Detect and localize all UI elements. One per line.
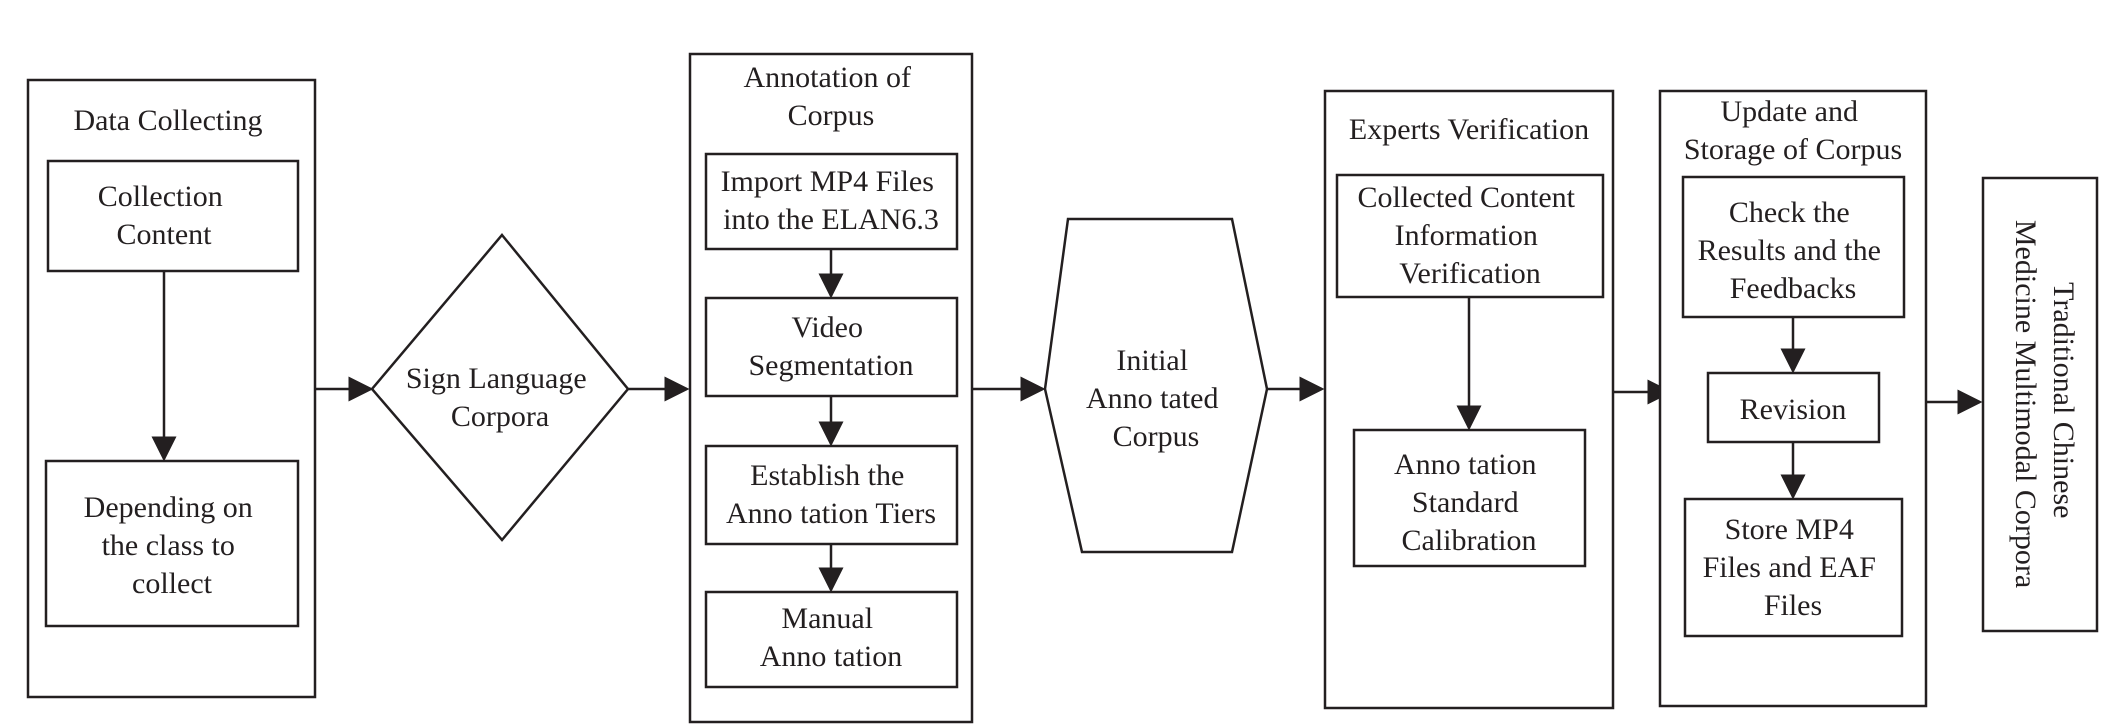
store-mp4-box xyxy=(1683,497,1904,638)
check-results-label: Check the Results and the Feedbacks xyxy=(1698,196,1889,305)
final-corpora-label: Traditional Chinese Medicine Multimodal … xyxy=(2009,220,2080,588)
sign-language-corpora-diamond xyxy=(370,233,630,542)
stage-update-and-storage: Update and Storage of Corpus Check the R… xyxy=(1658,89,1928,708)
collection-content-label: Collection Content xyxy=(98,180,230,251)
depending-on-class-label: Depending on the class to collect xyxy=(84,491,261,600)
data-collecting-title: Data Collecting xyxy=(73,104,262,137)
stage-initial-annotated-corpus: Initial Anno tated Corpus xyxy=(1043,217,1269,554)
update-title: Update and Storage of Corpus xyxy=(1684,95,1902,166)
depending-on-class-box xyxy=(44,459,300,628)
experts-title: Experts Verification xyxy=(1349,113,1589,146)
establish-tiers-box xyxy=(704,444,959,546)
sign-language-corpora-label: Sign Language Corpora xyxy=(406,362,594,433)
annotation-title: Annotation of Corpus xyxy=(744,61,919,132)
content-verification-label: Collected Content Information Verificati… xyxy=(1358,181,1583,290)
import-mp4-label: Import MP4 Files into the ELAN6.3 xyxy=(721,165,942,236)
establish-tiers-label: Establish the Anno tation Tiers xyxy=(726,459,936,530)
video-segmentation-box xyxy=(704,296,959,398)
stage-experts-verification: Experts Verification Collected Content I… xyxy=(1323,89,1615,710)
store-mp4-label: Store MP4 Files and EAF Files xyxy=(1703,513,1884,622)
manual-annotation-label: Manual Anno tation xyxy=(760,602,903,673)
video-segmentation-label: Video Segmentation xyxy=(749,311,914,382)
collection-content-box xyxy=(46,159,300,273)
final-corpora-box xyxy=(1981,176,2099,633)
standard-calibration-label: Anno tation Standard Calibration xyxy=(1394,448,1544,557)
stage-data-collecting: Data Collecting Collection Content Depen… xyxy=(26,78,317,699)
manual-annotation-box xyxy=(704,590,959,689)
standard-calibration-box xyxy=(1352,428,1587,568)
import-mp4-box xyxy=(704,152,959,251)
initial-corpus-label: Initial Anno tated Corpus xyxy=(1086,344,1226,453)
stage-annotation-of-corpus: Annotation of Corpus Import MP4 Files in… xyxy=(688,52,974,724)
stage-sign-language-corpora: Sign Language Corpora xyxy=(370,233,630,542)
revision-label: Revision xyxy=(1740,393,1847,426)
stage-final-corpora: Traditional Chinese Medicine Multimodal … xyxy=(1981,176,2099,633)
initial-corpus-hexagon xyxy=(1043,217,1269,554)
check-results-box xyxy=(1681,175,1906,319)
content-verification-box xyxy=(1335,173,1605,299)
